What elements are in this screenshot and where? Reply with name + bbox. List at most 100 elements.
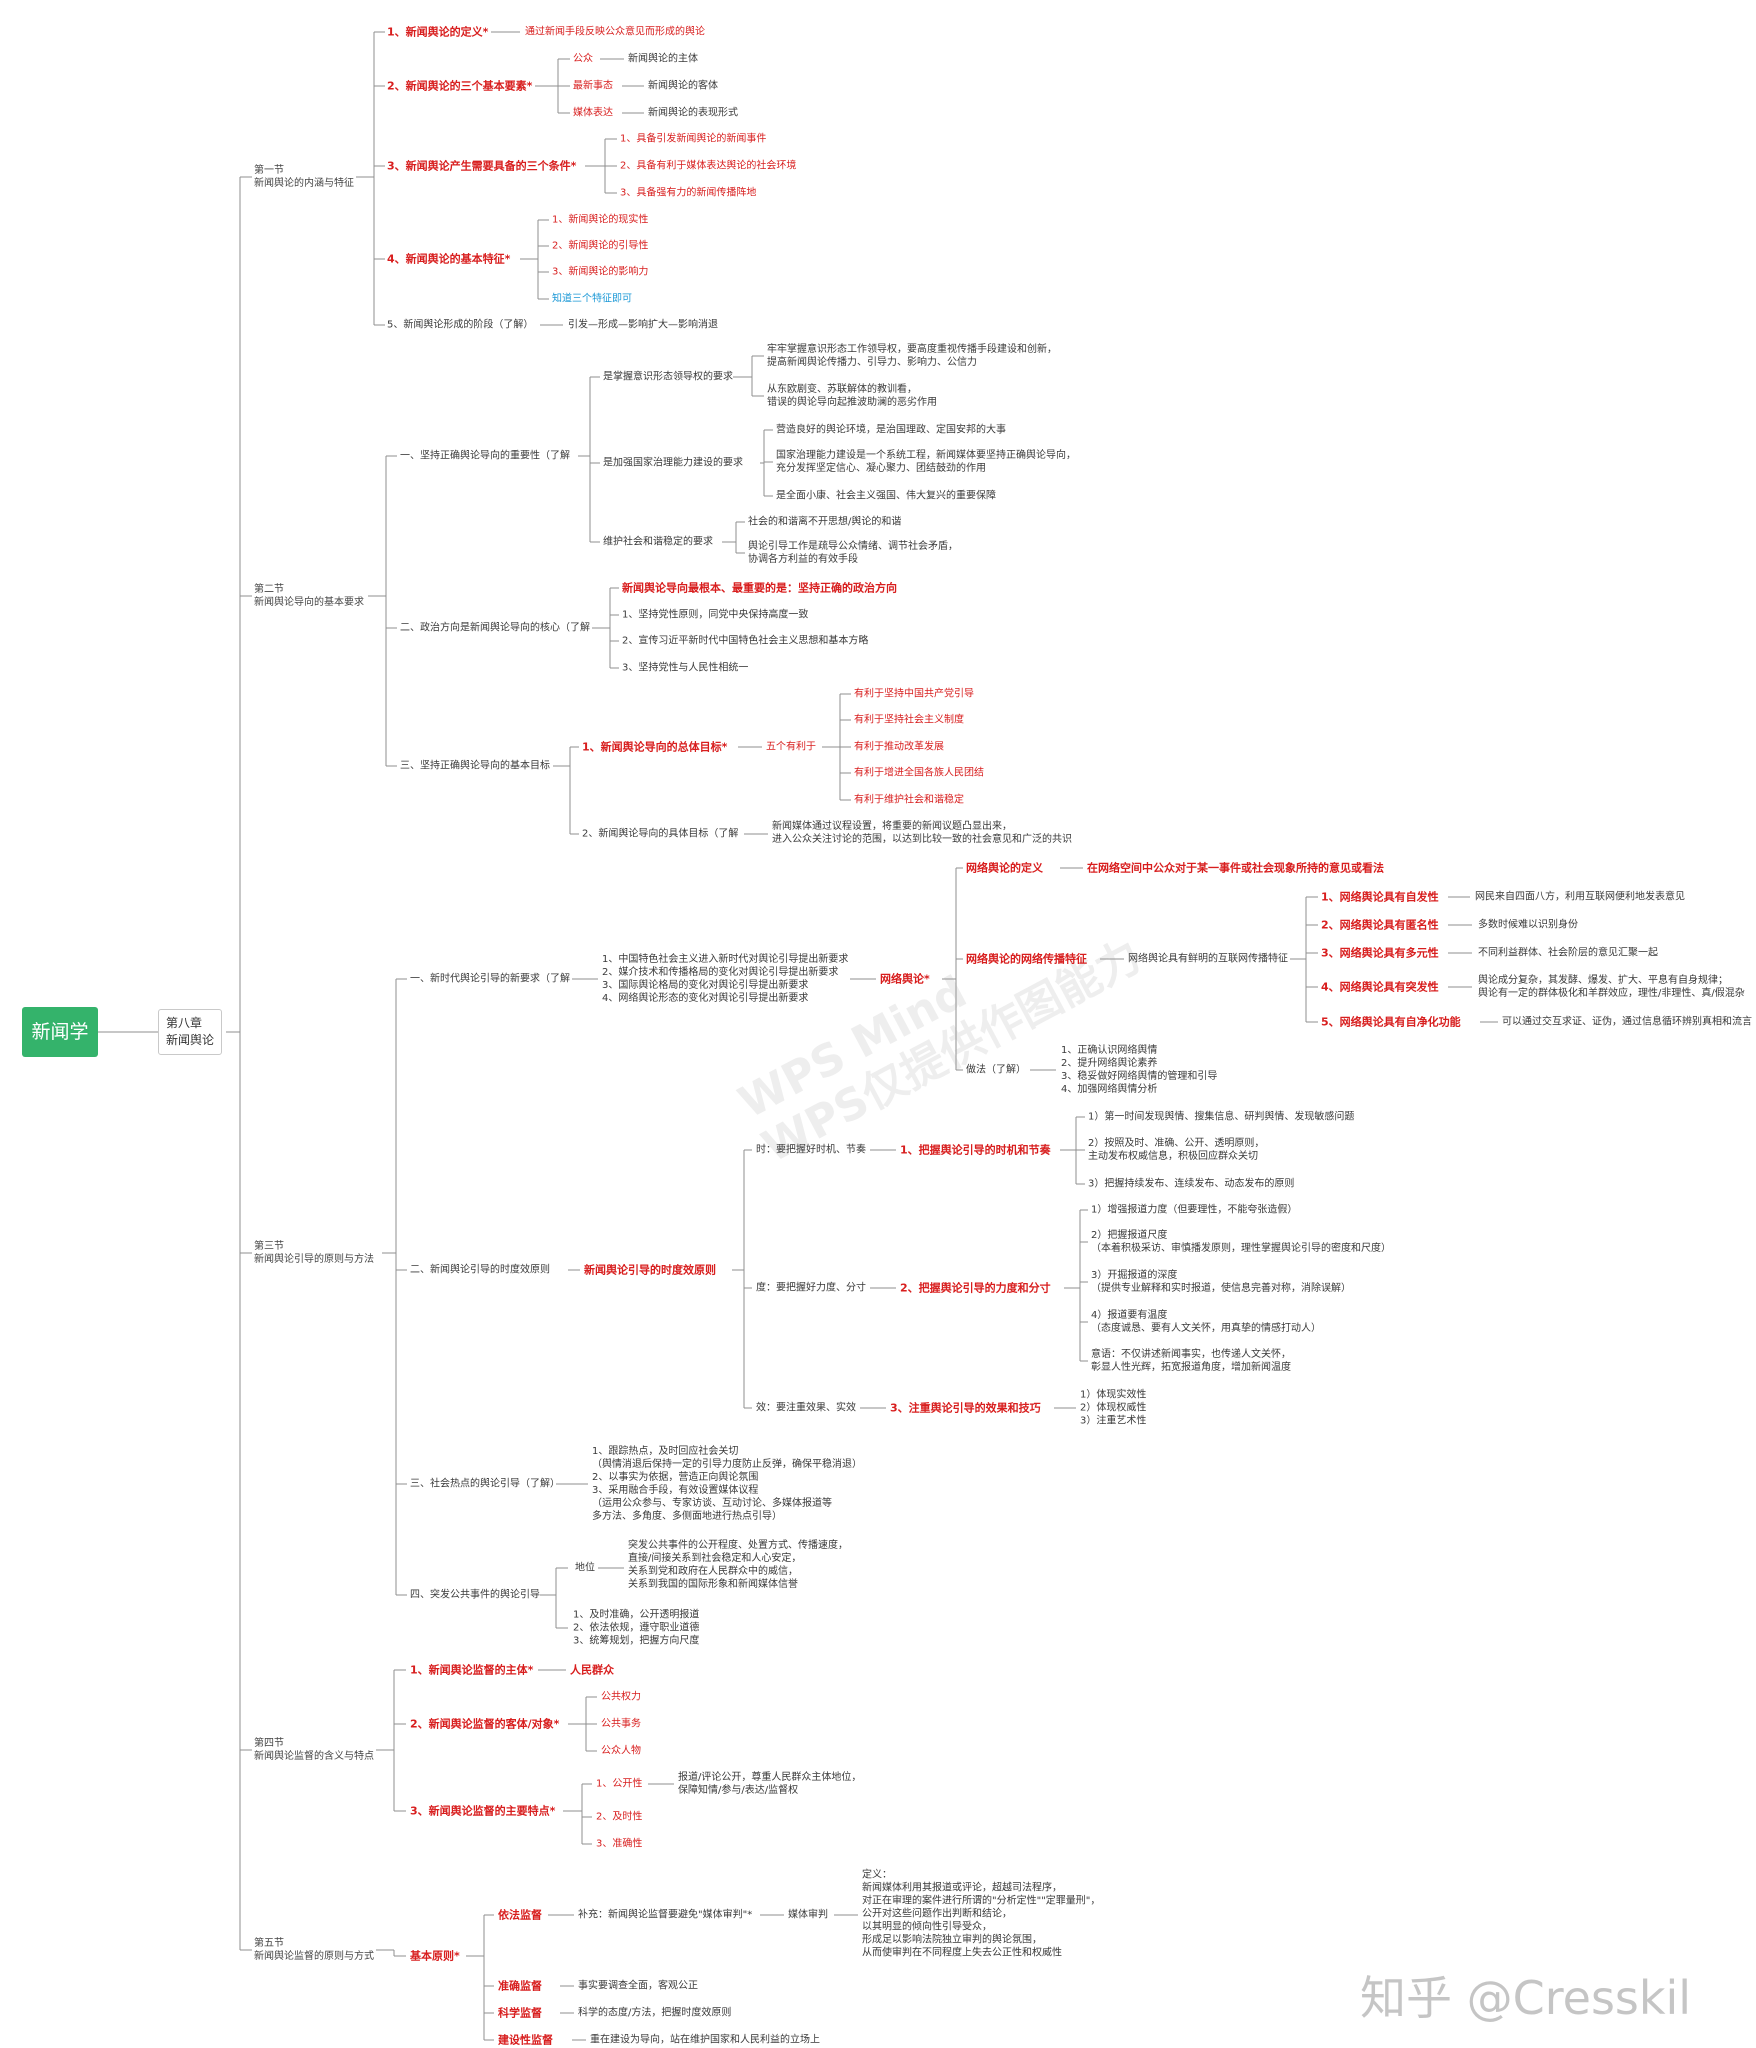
- s3-net-practice[interactable]: 做法（了解）: [966, 1064, 1026, 1076]
- s1-definition[interactable]: 1、新闻舆论的定义*: [387, 25, 489, 39]
- s4-feature-1[interactable]: 1、公开性: [596, 1778, 643, 1790]
- section-3-node[interactable]: 第三节 新闻舆论引导的原则与方法: [254, 1241, 374, 1265]
- s2-a2-text-1: 营造良好的舆论环境，是治国理政、定国安邦的大事: [776, 424, 1006, 436]
- s2-b-1[interactable]: 1、坚持党性原则，同党中央保持高度一致: [622, 609, 809, 621]
- section-1-node[interactable]: 第一节 新闻舆论的内涵与特征: [254, 165, 354, 189]
- s4-object-1[interactable]: 公共权力: [601, 1691, 641, 1703]
- s3-net-practice-text: 1、正确认识网络舆情 2、提升网络舆论素养 3、稳妥做好网络舆情的管理和引导 4…: [1061, 1045, 1218, 1095]
- root-node[interactable]: 新闻学: [22, 1007, 98, 1057]
- s3-net-feature-3[interactable]: 3、网络舆论具有多元性: [1321, 946, 1439, 960]
- s2-b-3[interactable]: 3、坚持党性与人民性相统一: [622, 662, 749, 674]
- chapter-node[interactable]: 第八章 新闻舆论: [158, 1009, 223, 1055]
- s3-b-headline[interactable]: 新闻舆论引导的时度效原则: [584, 1263, 716, 1277]
- section-5-node[interactable]: 第五节 新闻舆论监督的原则与方式: [254, 1938, 374, 1962]
- s3-net-feature-1[interactable]: 1、网络舆论具有自发性: [1321, 890, 1439, 904]
- s5-law-middle[interactable]: 媒体审判: [788, 1909, 828, 1921]
- s3-f-text: 1、及时准确，公开透明报道 2、依法依规，遵守职业道德 3、统筹规划，把握方向尺…: [573, 1609, 700, 1647]
- s3-effect[interactable]: 效：要注重效果、实效: [756, 1402, 856, 1414]
- s2-c1-4[interactable]: 有利于增进全国各族人民团结: [854, 767, 984, 779]
- s4-feature-3[interactable]: 3、准确性: [596, 1838, 643, 1850]
- s2-b-headline[interactable]: 新闻舆论导向最根本、最重要的是：坚持正确的政治方向: [622, 581, 897, 595]
- s3-net-feature-5-text: 可以通过交互求证、证伪，通过信息循环辨别真相和流言: [1502, 1016, 1752, 1028]
- s4-object-2[interactable]: 公共事务: [601, 1718, 641, 1730]
- s3-net-features-text: 网络舆论具有鲜明的互联网传播特征: [1128, 953, 1288, 965]
- s2-a1-text-2: 从东欧剧变、苏联解体的教训看， 错误的舆论导向起推波助澜的恶劣作用: [767, 384, 937, 408]
- s2-a3-text-1: 社会的和谐离不开思想/舆论的和谐: [748, 516, 902, 528]
- s1-element-event[interactable]: 最新事态: [573, 80, 613, 92]
- s3-time-1: 1）第一时间发现舆情、搜集信息、研判舆情、发现敏感问题: [1088, 1111, 1355, 1123]
- s2-c1-5[interactable]: 有利于维护社会和谐稳定: [854, 794, 964, 806]
- s3-degree-2: 2）把握报道尺度 （本着积极采访、审慎播发原则，理性掌握舆论引导的密度和尺度）: [1091, 1230, 1391, 1254]
- s1-condition-3[interactable]: 3、具备强有力的新闻传播阵地: [620, 187, 757, 199]
- s4-feature-1-text: 报道/评论公开，尊重人民群众主体地位， 保障知情/参与/表达/监督权: [678, 1772, 862, 1796]
- s2-b-2[interactable]: 2、宣传习近平新时代中国特色社会主义思想和基本方略: [622, 635, 869, 647]
- s3-time-3: 3）把握持续发布、连续发布、动态发布的原则: [1088, 1178, 1295, 1190]
- s1-feature-3[interactable]: 3、新闻舆论的影响力: [552, 266, 649, 278]
- s3-net-feature-2-text: 多数时候难以识别身份: [1478, 919, 1578, 931]
- s2-c[interactable]: 三、坚持正确舆论导向的基本目标: [400, 760, 550, 772]
- s3-net-feature-4[interactable]: 4、网络舆论具有突发性: [1321, 980, 1439, 994]
- s3-time[interactable]: 时：要把握好时机、节奏: [756, 1144, 866, 1156]
- s1-features[interactable]: 4、新闻舆论的基本特征*: [387, 252, 511, 266]
- s5-scientific[interactable]: 科学监督: [498, 2006, 542, 2020]
- s3-net-definition-text: 在网络空间中公众对于某一事件或社会现象所持的意见或看法: [1087, 861, 1384, 875]
- s2-c1-2[interactable]: 有利于坚持社会主义制度: [854, 714, 964, 726]
- s3-a[interactable]: 一、新时代舆论引导的新要求（了解: [410, 973, 570, 985]
- s1-feature-note[interactable]: 知道三个特征即可: [552, 293, 632, 305]
- s4-object-3[interactable]: 公众人物: [601, 1745, 641, 1757]
- s4-subject-text: 人民群众: [570, 1663, 614, 1677]
- s3-f-position-text: 突发公共事件的公开程度、处置方式、传播速度， 直接/间接关系到社会稳定和人心安定…: [628, 1540, 848, 1590]
- s3-net[interactable]: 网络舆论*: [880, 972, 930, 986]
- s4-subject[interactable]: 1、新闻舆论监督的主体*: [410, 1663, 534, 1677]
- s4-feature-2[interactable]: 2、及时性: [596, 1811, 643, 1823]
- s2-a2[interactable]: 是加强国家治理能力建设的要求: [603, 457, 743, 469]
- s2-c1-middle[interactable]: 五个有利于: [766, 741, 816, 753]
- s1-feature-2[interactable]: 2、新闻舆论的引导性: [552, 240, 649, 252]
- s3-degree[interactable]: 度：要把握好力度、分寸: [756, 1282, 866, 1294]
- zhihu-watermark: 知乎 @Cresskil: [1360, 1971, 1692, 2025]
- s3-net-definition[interactable]: 网络舆论的定义: [966, 861, 1043, 875]
- section-2-node[interactable]: 第二节 新闻舆论导向的基本要求: [254, 584, 364, 608]
- s3-effect-text: 1）体现实效性 2）体现权威性 3）注重艺术性: [1080, 1389, 1147, 1427]
- s3-f[interactable]: 四、突发公共事件的舆论引导: [410, 1589, 540, 1601]
- s2-c1-1[interactable]: 有利于坚持中国共产党引导: [854, 688, 974, 700]
- s1-elements[interactable]: 2、新闻舆论的三个基本要素*: [387, 79, 533, 93]
- s5-law[interactable]: 依法监督: [498, 1908, 542, 1922]
- s2-a3[interactable]: 维护社会和谐稳定的要求: [603, 536, 713, 548]
- s1-conditions[interactable]: 3、新闻舆论产生需要具备的三个条件*: [387, 159, 577, 173]
- s1-stage[interactable]: 5、新闻舆论形成的阶段（了解）: [387, 319, 534, 331]
- s3-degree-headline[interactable]: 2、把握舆论引导的力度和分寸: [900, 1281, 1051, 1295]
- s3-net-features[interactable]: 网络舆论的网络传播特征: [966, 952, 1087, 966]
- s5-law-definition: 定义： 新闻媒体利用其报道或评论，超越司法程序， 对正在审理的案件进行所谓的"分…: [862, 1869, 1101, 1959]
- s2-c2[interactable]: 2、新闻舆论导向的具体目标（了解: [582, 828, 739, 840]
- s5-accurate[interactable]: 准确监督: [498, 1979, 542, 1993]
- s2-b[interactable]: 二、政治方向是新闻舆论导向的核心（了解: [400, 622, 590, 634]
- s1-condition-1[interactable]: 1、具备引发新闻舆论的新闻事件: [620, 133, 767, 145]
- s3-net-feature-5[interactable]: 5、网络舆论具有自净化功能: [1321, 1015, 1461, 1029]
- s3-time-headline[interactable]: 1、把握舆论引导的时机和节奏: [900, 1143, 1051, 1157]
- s3-effect-headline[interactable]: 3、注重舆论引导的效果和技巧: [890, 1401, 1041, 1415]
- s2-c1-3[interactable]: 有利于推动改革发展: [854, 741, 944, 753]
- s1-element-public[interactable]: 公众: [573, 53, 593, 65]
- s2-a3-text-2: 舆论引导工作是疏导公众情绪、调节社会矛盾， 协调各方利益的有效手段: [748, 541, 958, 565]
- s3-f-position[interactable]: 地位: [575, 1562, 595, 1574]
- s3-degree-5: 意语：不仅讲述新闻事实，也传递人文关怀， 彰显人性光辉，拓宽报道角度，增加新闻温…: [1091, 1349, 1291, 1373]
- section-4-node[interactable]: 第四节 新闻舆论监督的含义与特点: [254, 1738, 374, 1762]
- s1-element-media[interactable]: 媒体表达: [573, 107, 613, 119]
- s1-condition-2[interactable]: 2、具备有利于媒体表达舆论的社会环境: [620, 160, 797, 172]
- s3-b[interactable]: 二、新闻舆论引导的时度效原则: [410, 1264, 550, 1276]
- s2-a[interactable]: 一、坚持正确舆论导向的重要性（了解: [400, 450, 570, 462]
- s2-c1[interactable]: 1、新闻舆论导向的总体目标*: [582, 740, 728, 754]
- s3-degree-3: 3）开掘报道的深度 （提供专业解释和实时报道，使信息完善对称，消除误解）: [1091, 1270, 1351, 1294]
- s3-net-feature-2[interactable]: 2、网络舆论具有匿名性: [1321, 918, 1439, 932]
- s4-object[interactable]: 2、新闻舆论监督的客体/对象*: [410, 1717, 560, 1731]
- s5-law-text: 补充：新闻舆论监督要避免"媒体审判"*: [578, 1909, 753, 1921]
- s2-a1[interactable]: 是掌握意识形态领导权的要求: [603, 371, 733, 383]
- s4-features[interactable]: 3、新闻舆论监督的主要特点*: [410, 1804, 556, 1818]
- s1-feature-1[interactable]: 1、新闻舆论的现实性: [552, 214, 649, 226]
- s3-c[interactable]: 三、社会热点的舆论引导（了解）: [410, 1478, 560, 1490]
- s5-constructive[interactable]: 建设性监督: [498, 2033, 553, 2047]
- s1-element-event-text: 新闻舆论的客体: [648, 80, 718, 92]
- s5-basic[interactable]: 基本原则*: [410, 1949, 460, 1963]
